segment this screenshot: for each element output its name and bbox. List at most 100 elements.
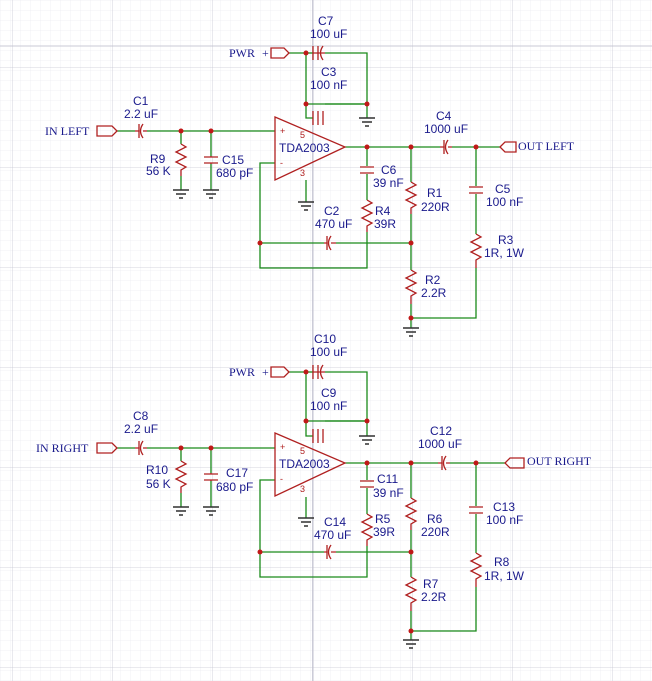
c10-value: 100 uF — [310, 345, 347, 359]
c1-ref: C1 — [133, 94, 149, 108]
cap-c1[interactable] — [135, 123, 147, 139]
c14-value: 470 uF — [314, 528, 351, 542]
ground-symbols-left — [173, 117, 419, 337]
port-in-right[interactable]: IN RIGHT — [36, 441, 118, 455]
cap-c11[interactable] — [360, 480, 374, 488]
c9-ref: C9 — [321, 386, 337, 400]
cap-c6[interactable] — [360, 166, 374, 174]
cap-c9[interactable] — [312, 429, 324, 443]
res-r2[interactable] — [404, 269, 418, 304]
port-in-label: IN LEFT — [45, 124, 90, 138]
res-r9[interactable] — [174, 143, 188, 176]
r6-ref: R6 — [427, 512, 443, 526]
c3-value: 100 nF — [310, 78, 347, 92]
r5-ref: R5 — [375, 512, 391, 526]
port-out-label: OUT RIGHT — [527, 454, 592, 468]
opamp-left[interactable]: + - 5 3 TDA2003 — [274, 116, 347, 182]
cap-c5[interactable] — [469, 186, 483, 194]
r8-ref: R8 — [494, 555, 510, 569]
opamp-right[interactable]: + - 5 3 TDA2003 — [274, 432, 347, 498]
res-r6[interactable] — [404, 497, 418, 530]
pin-minus-label: - — [280, 474, 283, 484]
port-plus-sign: + — [262, 46, 269, 60]
port-out-right[interactable]: OUT RIGHT — [504, 454, 592, 469]
cap-c13[interactable] — [469, 506, 483, 514]
cap-c2[interactable] — [324, 235, 336, 251]
c14-ref: C14 — [324, 515, 346, 529]
r5-value: 39R — [373, 525, 395, 539]
c15-value: 680 pF — [216, 166, 253, 180]
cap-c12[interactable] — [438, 455, 450, 471]
res-r4[interactable] — [360, 199, 374, 232]
r3-value: 1R, 1W — [484, 246, 525, 260]
c13-ref: C13 — [493, 500, 515, 514]
c6-ref: C6 — [381, 163, 397, 177]
c12-value: 1000 uF — [418, 437, 462, 451]
res-r1[interactable] — [404, 181, 418, 214]
opamp-part-label: TDA2003 — [279, 457, 330, 471]
port-out-left[interactable]: OUT LEFT — [499, 139, 575, 153]
pin-plus-label: + — [280, 126, 285, 136]
cap-c4[interactable] — [440, 139, 452, 155]
r3-ref: R3 — [498, 233, 514, 247]
c13-value: 100 nF — [486, 513, 523, 527]
r6-value: 220R — [421, 525, 450, 539]
pin-plus-label: + — [280, 442, 285, 452]
r4-ref: R4 — [375, 204, 391, 218]
c6-value: 39 nF — [373, 176, 404, 190]
c4-ref: C4 — [436, 109, 452, 123]
port-out-label: OUT LEFT — [518, 139, 575, 153]
r4-value: 39R — [374, 217, 396, 231]
c12-ref: C12 — [430, 424, 452, 438]
cap-c3[interactable] — [312, 111, 324, 125]
channel-right: + - 5 3 TDA2003 PWR + — [36, 332, 592, 649]
pin-5-label: 5 — [300, 130, 305, 140]
res-r8[interactable] — [469, 552, 483, 587]
r10-ref: R10 — [146, 463, 168, 477]
r9-value: 56 K — [146, 164, 171, 178]
res-r5[interactable] — [360, 513, 374, 546]
cap-c10[interactable] — [312, 364, 325, 380]
pin-3-label: 3 — [300, 484, 305, 494]
r1-value: 220R — [421, 200, 450, 214]
port-in-label: IN RIGHT — [36, 441, 89, 455]
cap-c8[interactable] — [135, 440, 147, 456]
port-pwr-label: PWR — [229, 46, 255, 60]
r1-ref: R1 — [427, 186, 443, 200]
pin-3-label: 3 — [300, 168, 305, 178]
c9-value: 100 nF — [310, 399, 347, 413]
res-r7[interactable] — [404, 576, 418, 611]
cap-c17[interactable] — [204, 473, 218, 481]
c10-ref: C10 — [314, 332, 336, 346]
r2-ref: R2 — [425, 273, 441, 287]
pin-5-label: 5 — [300, 446, 305, 456]
r10-value: 56 K — [146, 477, 171, 491]
c15-ref: C15 — [222, 153, 244, 167]
port-pwr-right[interactable]: PWR + — [229, 365, 290, 379]
cap-c7[interactable] — [312, 45, 325, 61]
c4-value: 1000 uF — [424, 122, 468, 136]
junctions-left — [178, 50, 479, 321]
cap-c14[interactable] — [324, 544, 336, 560]
c17-ref: C17 — [226, 466, 248, 480]
port-pwr-left[interactable]: PWR + — [229, 46, 290, 60]
res-r3[interactable] — [469, 233, 483, 268]
port-plus-sign: + — [262, 365, 269, 379]
port-in-left[interactable]: IN LEFT — [45, 124, 118, 138]
res-r10[interactable] — [174, 460, 188, 493]
r2-value: 2.2R — [421, 286, 447, 300]
r8-value: 1R, 1W — [484, 569, 525, 583]
c7-value: 100 uF — [310, 27, 347, 41]
pin-minus-label: - — [280, 158, 283, 168]
cap-c15[interactable] — [204, 156, 218, 164]
c5-value: 100 nF — [486, 195, 523, 209]
opamp-part-label: TDA2003 — [279, 141, 330, 155]
c8-ref: C8 — [133, 409, 149, 423]
c2-ref: C2 — [324, 204, 340, 218]
channel-left: + - 5 3 TDA2003 PWR — [45, 14, 575, 337]
c11-value: 39 nF — [373, 486, 404, 500]
c5-ref: C5 — [495, 182, 511, 196]
r9-ref: R9 — [150, 152, 166, 166]
